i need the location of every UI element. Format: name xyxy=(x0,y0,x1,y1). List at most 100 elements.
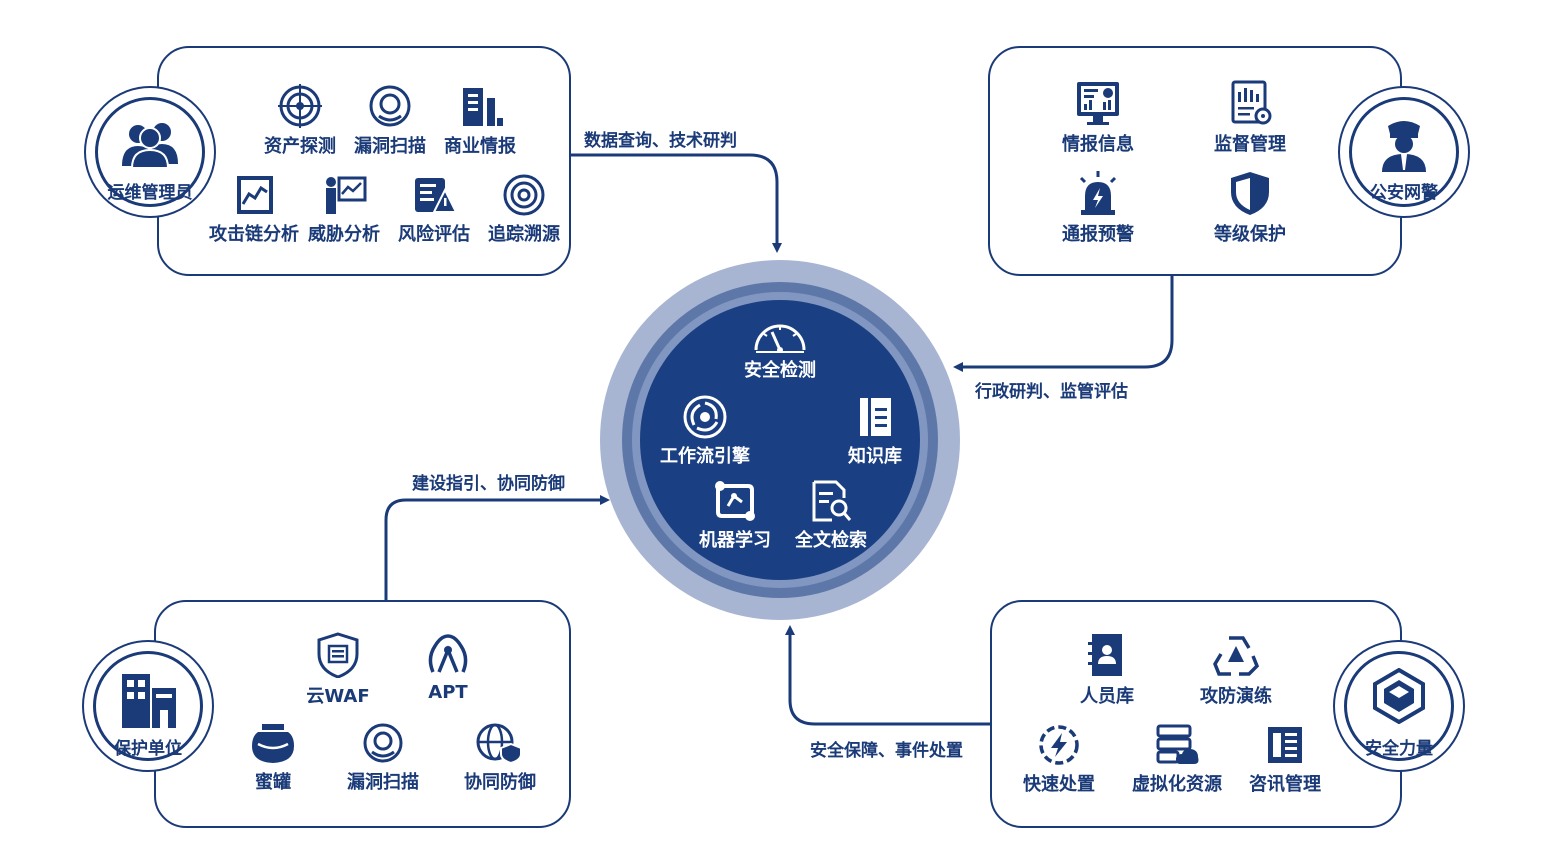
item-label: 情报信息 xyxy=(1062,134,1134,155)
core-label: 工作流引擎 xyxy=(660,446,750,467)
item-cloud-waf: 云WAF xyxy=(278,632,398,708)
item-label: 通报预警 xyxy=(1062,224,1134,245)
apt-icon xyxy=(428,634,468,673)
item-label: 漏洞扫描 xyxy=(347,772,419,793)
contact-book-icon xyxy=(1088,634,1122,676)
item-label: 虚拟化资源 xyxy=(1132,774,1222,795)
chart-icon xyxy=(237,176,273,214)
item-label: APT xyxy=(428,682,468,703)
item-business-intel: 商业情报 xyxy=(420,84,540,158)
item-label: 追踪溯源 xyxy=(488,224,560,245)
center-core xyxy=(640,300,920,580)
role-label: 保护单位 xyxy=(114,739,182,759)
doc-search-icon xyxy=(812,480,852,522)
item-threat-analysis: 威胁分析 xyxy=(284,174,404,246)
edge-bottom-left xyxy=(384,495,610,600)
item-label: 风险评估 xyxy=(398,224,470,245)
item-collab-defense: 协同防御 xyxy=(440,722,560,794)
item-attack-chain: 攻击链分析 xyxy=(194,174,314,246)
item-vuln-scan: 漏洞扫描 xyxy=(330,84,450,158)
item-label: 等级保护 xyxy=(1214,224,1286,245)
panel-top-right xyxy=(988,46,1402,276)
core-security-detection: 安全检测 xyxy=(715,314,845,382)
item-supervision: 监督管理 xyxy=(1190,80,1310,156)
badge-inner-ring xyxy=(1349,97,1459,207)
edge-label-top-right: 行政研判、监管评估 xyxy=(975,382,1128,402)
scan-icon xyxy=(369,85,411,127)
item-risk-assessment: 风险评估 xyxy=(374,174,494,246)
role-label: 安全力量 xyxy=(1365,739,1433,759)
honeypot-icon xyxy=(252,724,294,763)
recycle-icon xyxy=(1213,636,1260,676)
item-attack-defense-drill: 攻防演练 xyxy=(1176,632,1296,708)
target-icon xyxy=(278,84,322,128)
item-honeypot: 蜜罐 xyxy=(213,722,333,794)
item-label: 监督管理 xyxy=(1214,134,1286,155)
item-label: 攻击链分析 xyxy=(209,224,299,245)
item-label: 协同防御 xyxy=(464,772,536,793)
swirl-icon xyxy=(683,395,727,439)
item-virtual-resources: 虚拟化资源 xyxy=(1117,724,1237,796)
core-workflow-engine: 工作流引擎 xyxy=(640,394,770,468)
users-icon xyxy=(122,123,178,168)
item-personnel-db: 人员库 xyxy=(1047,632,1167,708)
item-label: 人员库 xyxy=(1080,686,1134,707)
monitor-icon xyxy=(1077,82,1119,125)
item-label: 云WAF xyxy=(306,686,370,707)
role-badge-police: 公安网警 xyxy=(1338,86,1470,218)
core-fulltext-search: 全文检索 xyxy=(766,478,896,552)
item-alert-warning: 通报预警 xyxy=(1038,170,1158,246)
item-intel-info: 情报信息 xyxy=(1038,80,1158,156)
report-icon xyxy=(1231,80,1272,125)
core-knowledge-base: 知识库 xyxy=(810,394,940,468)
item-label: 快速处置 xyxy=(1023,774,1095,795)
news-icon xyxy=(1268,727,1302,763)
network-icon xyxy=(715,481,755,521)
role-label: 公安网警 xyxy=(1370,183,1438,203)
item-level-protection: 等级保护 xyxy=(1190,170,1310,246)
edge-label-bottom-left: 建设指引、协同防御 xyxy=(412,474,565,494)
item-rapid-response: 快速处置 xyxy=(999,724,1119,796)
core-label: 安全检测 xyxy=(744,360,816,381)
item-apt: APT xyxy=(388,632,508,703)
role-badge-ops-admin: 运维管理员 xyxy=(84,86,216,218)
item-label: 蜜罐 xyxy=(255,772,291,793)
risk-icon xyxy=(415,178,457,213)
gauge-icon xyxy=(754,324,806,353)
item-news-management: 咨讯管理 xyxy=(1225,724,1345,796)
waf-shield-icon xyxy=(317,632,359,678)
item-label: 漏洞扫描 xyxy=(354,136,426,157)
core-label: 机器学习 xyxy=(699,530,771,551)
hex-cube-icon xyxy=(1373,668,1425,724)
item-label: 攻防演练 xyxy=(1200,686,1272,707)
edge-top-left xyxy=(570,153,782,253)
panel-bottom-left xyxy=(154,600,571,828)
core-label: 全文检索 xyxy=(795,530,867,551)
role-badge-security-force: 安全力量 xyxy=(1333,640,1465,772)
presenter-icon xyxy=(326,176,367,214)
edge-label-top-left: 数据查询、技术研判 xyxy=(584,131,737,151)
badge-inner-ring xyxy=(95,97,205,207)
server-cloud-icon xyxy=(1156,724,1199,764)
police-officer-icon xyxy=(1382,121,1426,172)
item-label: 资产探测 xyxy=(264,136,336,157)
role-badge-protected-unit: 保护单位 xyxy=(82,640,214,772)
office-building-icon xyxy=(122,674,176,728)
alarm-icon xyxy=(1079,171,1117,215)
scan-icon xyxy=(363,723,403,763)
item-vuln-scan-2: 漏洞扫描 xyxy=(323,722,443,794)
trace-icon xyxy=(503,174,545,216)
quick-response-icon xyxy=(1039,725,1079,765)
building-icon xyxy=(463,88,503,126)
panel-top-left xyxy=(157,46,571,276)
edge-bottom-right xyxy=(785,625,992,726)
item-label: 商业情报 xyxy=(444,136,516,157)
badge-inner-ring xyxy=(1344,651,1454,761)
globe-shield-icon xyxy=(476,723,522,764)
edge-top-right xyxy=(953,276,1174,372)
item-label: 咨讯管理 xyxy=(1249,774,1321,795)
badge-inner-ring xyxy=(93,651,203,761)
item-trace-source: 追踪溯源 xyxy=(464,174,584,246)
role-label: 运维管理员 xyxy=(107,183,193,203)
